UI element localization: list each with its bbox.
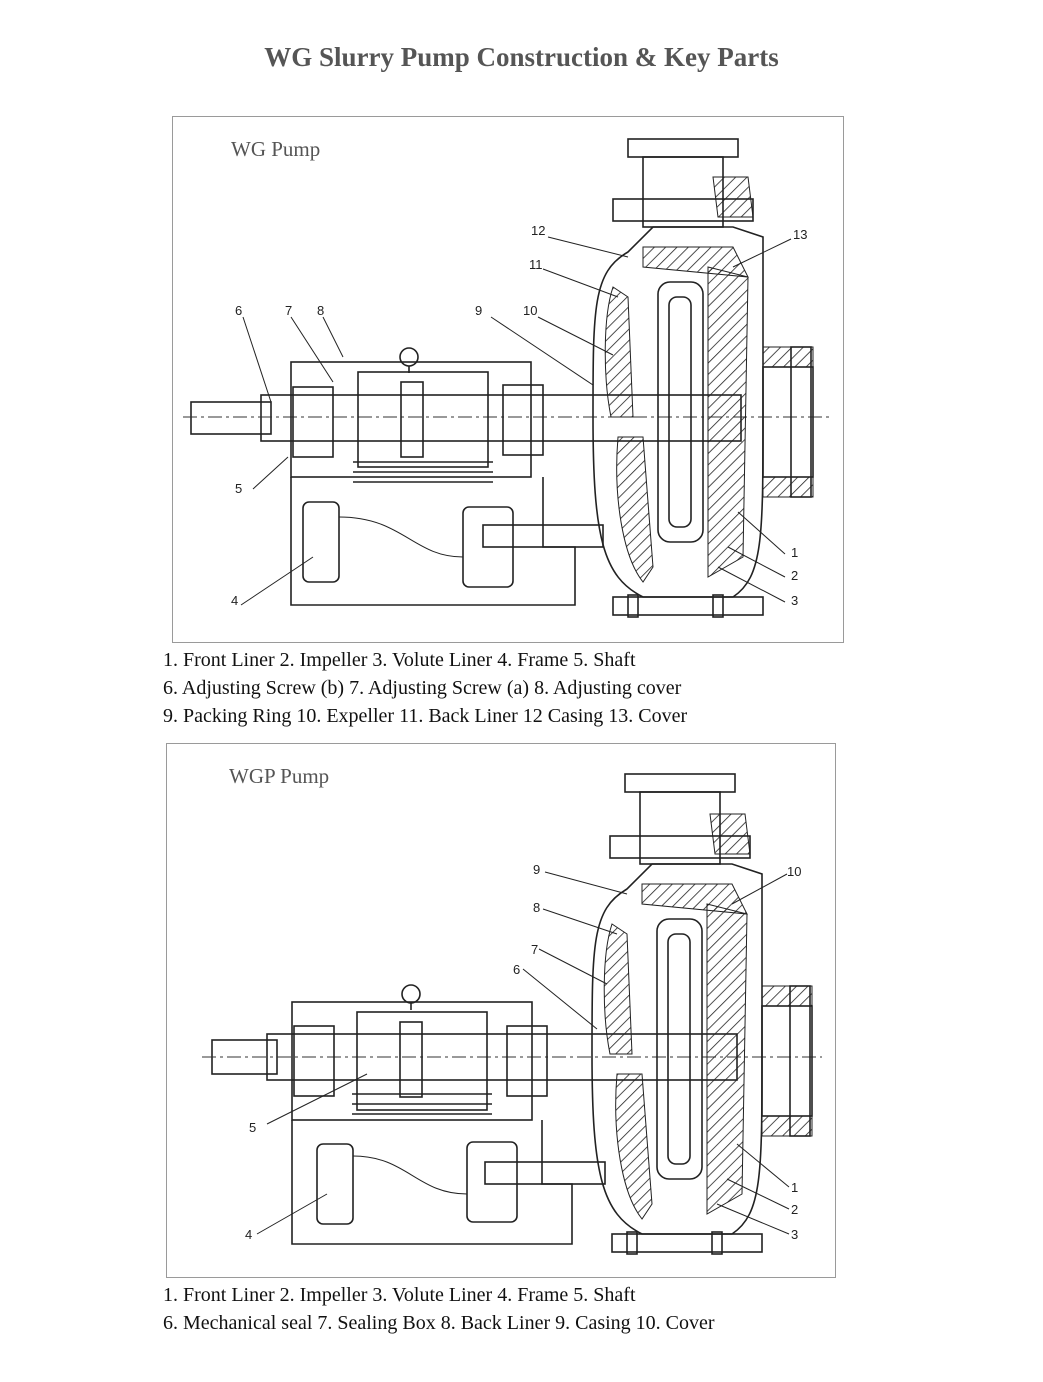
wgp-discharge-outlet bbox=[609, 773, 751, 865]
wg-callout-11: 11 bbox=[529, 257, 543, 272]
wg-discharge-outlet bbox=[612, 138, 754, 228]
wgp-callout-4: 4 bbox=[245, 1227, 252, 1242]
wg-pump-panel: WG Pump bbox=[172, 116, 844, 643]
wg-callout-12: 12 bbox=[531, 223, 545, 238]
wgp-callout-7: 7 bbox=[531, 942, 538, 957]
wg-callout-10: 10 bbox=[523, 303, 537, 318]
wg-callout-8: 8 bbox=[317, 303, 324, 318]
wgp-legend-line-1: 1. Front Liner 2. Impeller 3. Volute Lin… bbox=[163, 1284, 636, 1306]
wgp-callout-10: 10 bbox=[787, 864, 801, 879]
wg-suction-flange bbox=[762, 346, 814, 498]
wgp-callout-2: 2 bbox=[791, 1202, 798, 1217]
wg-callout-4: 4 bbox=[231, 593, 238, 608]
wg-pump-casing bbox=[592, 226, 764, 598]
wg-callout-2: 2 bbox=[791, 568, 798, 583]
wgp-pump-legend: 1. Front Liner 2. Impeller 3. Volute Lin… bbox=[163, 1281, 715, 1337]
wgp-pump-label: WGP Pump bbox=[229, 764, 330, 788]
wg-pump-legend: 1. Front Liner 2. Impeller 3. Volute Lin… bbox=[163, 646, 687, 730]
wg-callout-6: 6 bbox=[235, 303, 242, 318]
wgp-callout-9: 9 bbox=[533, 862, 540, 877]
wgp-frame bbox=[291, 1120, 606, 1245]
wgp-pump-drawing: 1 2 3 4 5 6 7 8 9 10 bbox=[202, 773, 822, 1255]
wgp-suction-flange bbox=[761, 985, 813, 1137]
wg-callouts: 1 2 3 4 5 6 7 8 9 10 11 12 13 bbox=[231, 223, 807, 608]
wgp-callout-5: 5 bbox=[249, 1120, 256, 1135]
wg-base bbox=[612, 594, 764, 618]
wgp-callout-1: 1 bbox=[791, 1180, 798, 1195]
wgp-base bbox=[611, 1231, 763, 1255]
wg-callout-5: 5 bbox=[235, 481, 242, 496]
wg-callout-3: 3 bbox=[791, 593, 798, 608]
wg-callout-7: 7 bbox=[285, 303, 292, 318]
wg-callout-13: 13 bbox=[793, 227, 807, 242]
wg-legend-line-3: 9. Packing Ring 10. Expeller 11. Back Li… bbox=[163, 705, 688, 727]
wg-pump-label: WG Pump bbox=[231, 137, 321, 161]
wgp-callouts: 1 2 3 4 5 6 7 8 9 10 bbox=[245, 862, 801, 1242]
wgp-callout-6: 6 bbox=[513, 962, 520, 977]
wg-pump-drawing: 1 2 3 4 5 6 7 8 9 10 11 12 13 bbox=[183, 138, 833, 618]
wgp-bearing-housing bbox=[291, 984, 548, 1121]
wg-bearing-housing bbox=[290, 347, 544, 483]
wg-callout-9: 9 bbox=[475, 303, 482, 318]
wgp-callout-3: 3 bbox=[791, 1227, 798, 1242]
wg-frame bbox=[290, 477, 604, 606]
wg-legend-line-2: 6. Adjusting Screw (b) 7. Adjusting Scre… bbox=[163, 677, 682, 699]
page-title: WG Slurry Pump Construction & Key Parts bbox=[264, 42, 779, 72]
wgp-pump-casing bbox=[591, 863, 763, 1235]
wg-callout-1: 1 bbox=[791, 545, 798, 560]
wgp-pump-panel: WGP Pump bbox=[166, 743, 836, 1278]
wgp-callout-8: 8 bbox=[533, 900, 540, 915]
wgp-legend-line-2: 6. Mechanical seal 7. Sealing Box 8. Bac… bbox=[163, 1312, 715, 1334]
wg-legend-line-1: 1. Front Liner 2. Impeller 3. Volute Lin… bbox=[163, 649, 636, 671]
